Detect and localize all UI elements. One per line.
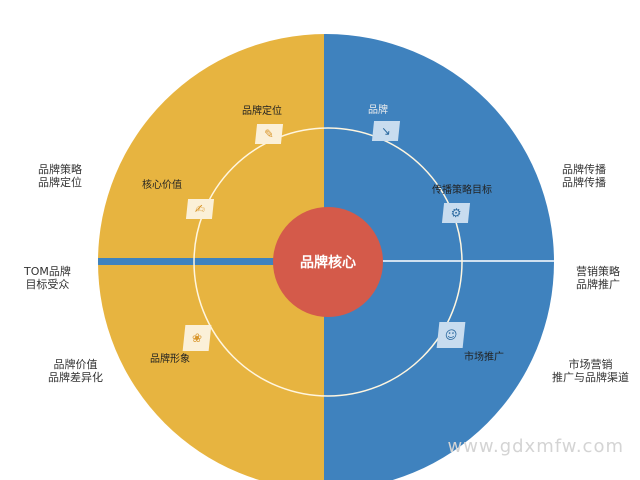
icon-card-top-right: ↘: [371, 121, 401, 141]
outer-label-left-3: 品牌价值品牌差异化: [48, 358, 103, 384]
label-top-left: 品牌定位: [242, 106, 282, 117]
icon-card-bottom-right: ☺: [436, 322, 466, 348]
subtitle: 品牌差异化: [48, 371, 103, 384]
subtitle: 品牌定位: [38, 176, 82, 189]
icon-card-mid-right: ⚙: [441, 203, 471, 223]
right-divider: [324, 260, 554, 262]
title: 品牌传播: [562, 163, 606, 176]
outer-label-left-2: TOM品牌目标受众: [24, 265, 71, 291]
icon-card-top-left: ✎: [254, 124, 284, 144]
inner-ring: [193, 127, 463, 397]
subtitle: 品牌推广: [576, 278, 620, 291]
icon-card-mid-left: ✍: [185, 199, 215, 219]
title: 品牌价值: [53, 358, 98, 371]
watermark: www.gdxmfw.com: [447, 436, 624, 457]
outer-label-left-1: 品牌策略品牌定位: [38, 163, 82, 189]
outer-label-right-1: 品牌传播品牌传播: [562, 163, 606, 189]
label-mid-left: 核心价值: [142, 180, 182, 191]
center-circle: 品牌核心: [273, 207, 383, 317]
subtitle: 品牌传播: [562, 176, 606, 189]
label-mid-right: 传播策略目标: [432, 185, 492, 196]
title: 市场营销: [568, 358, 613, 371]
left-divider: [98, 258, 324, 265]
subtitle: 推广与品牌渠道: [552, 371, 629, 384]
left-half: [98, 34, 324, 480]
subtitle: 目标受众: [25, 278, 70, 291]
label-bottom-left: 品牌形象: [150, 354, 190, 365]
title: TOM品牌: [24, 265, 71, 278]
outer-label-right-3: 市场营销推广与品牌渠道: [552, 358, 629, 384]
outer-label-right-2: 营销策略品牌推广: [576, 265, 620, 291]
icon-card-bottom-left: ❀: [182, 325, 212, 351]
title: 品牌策略: [38, 163, 82, 176]
title: 营销策略: [576, 265, 620, 278]
label-top-right: 品牌: [368, 105, 388, 116]
label-bottom-right: 市场推广: [464, 352, 504, 363]
